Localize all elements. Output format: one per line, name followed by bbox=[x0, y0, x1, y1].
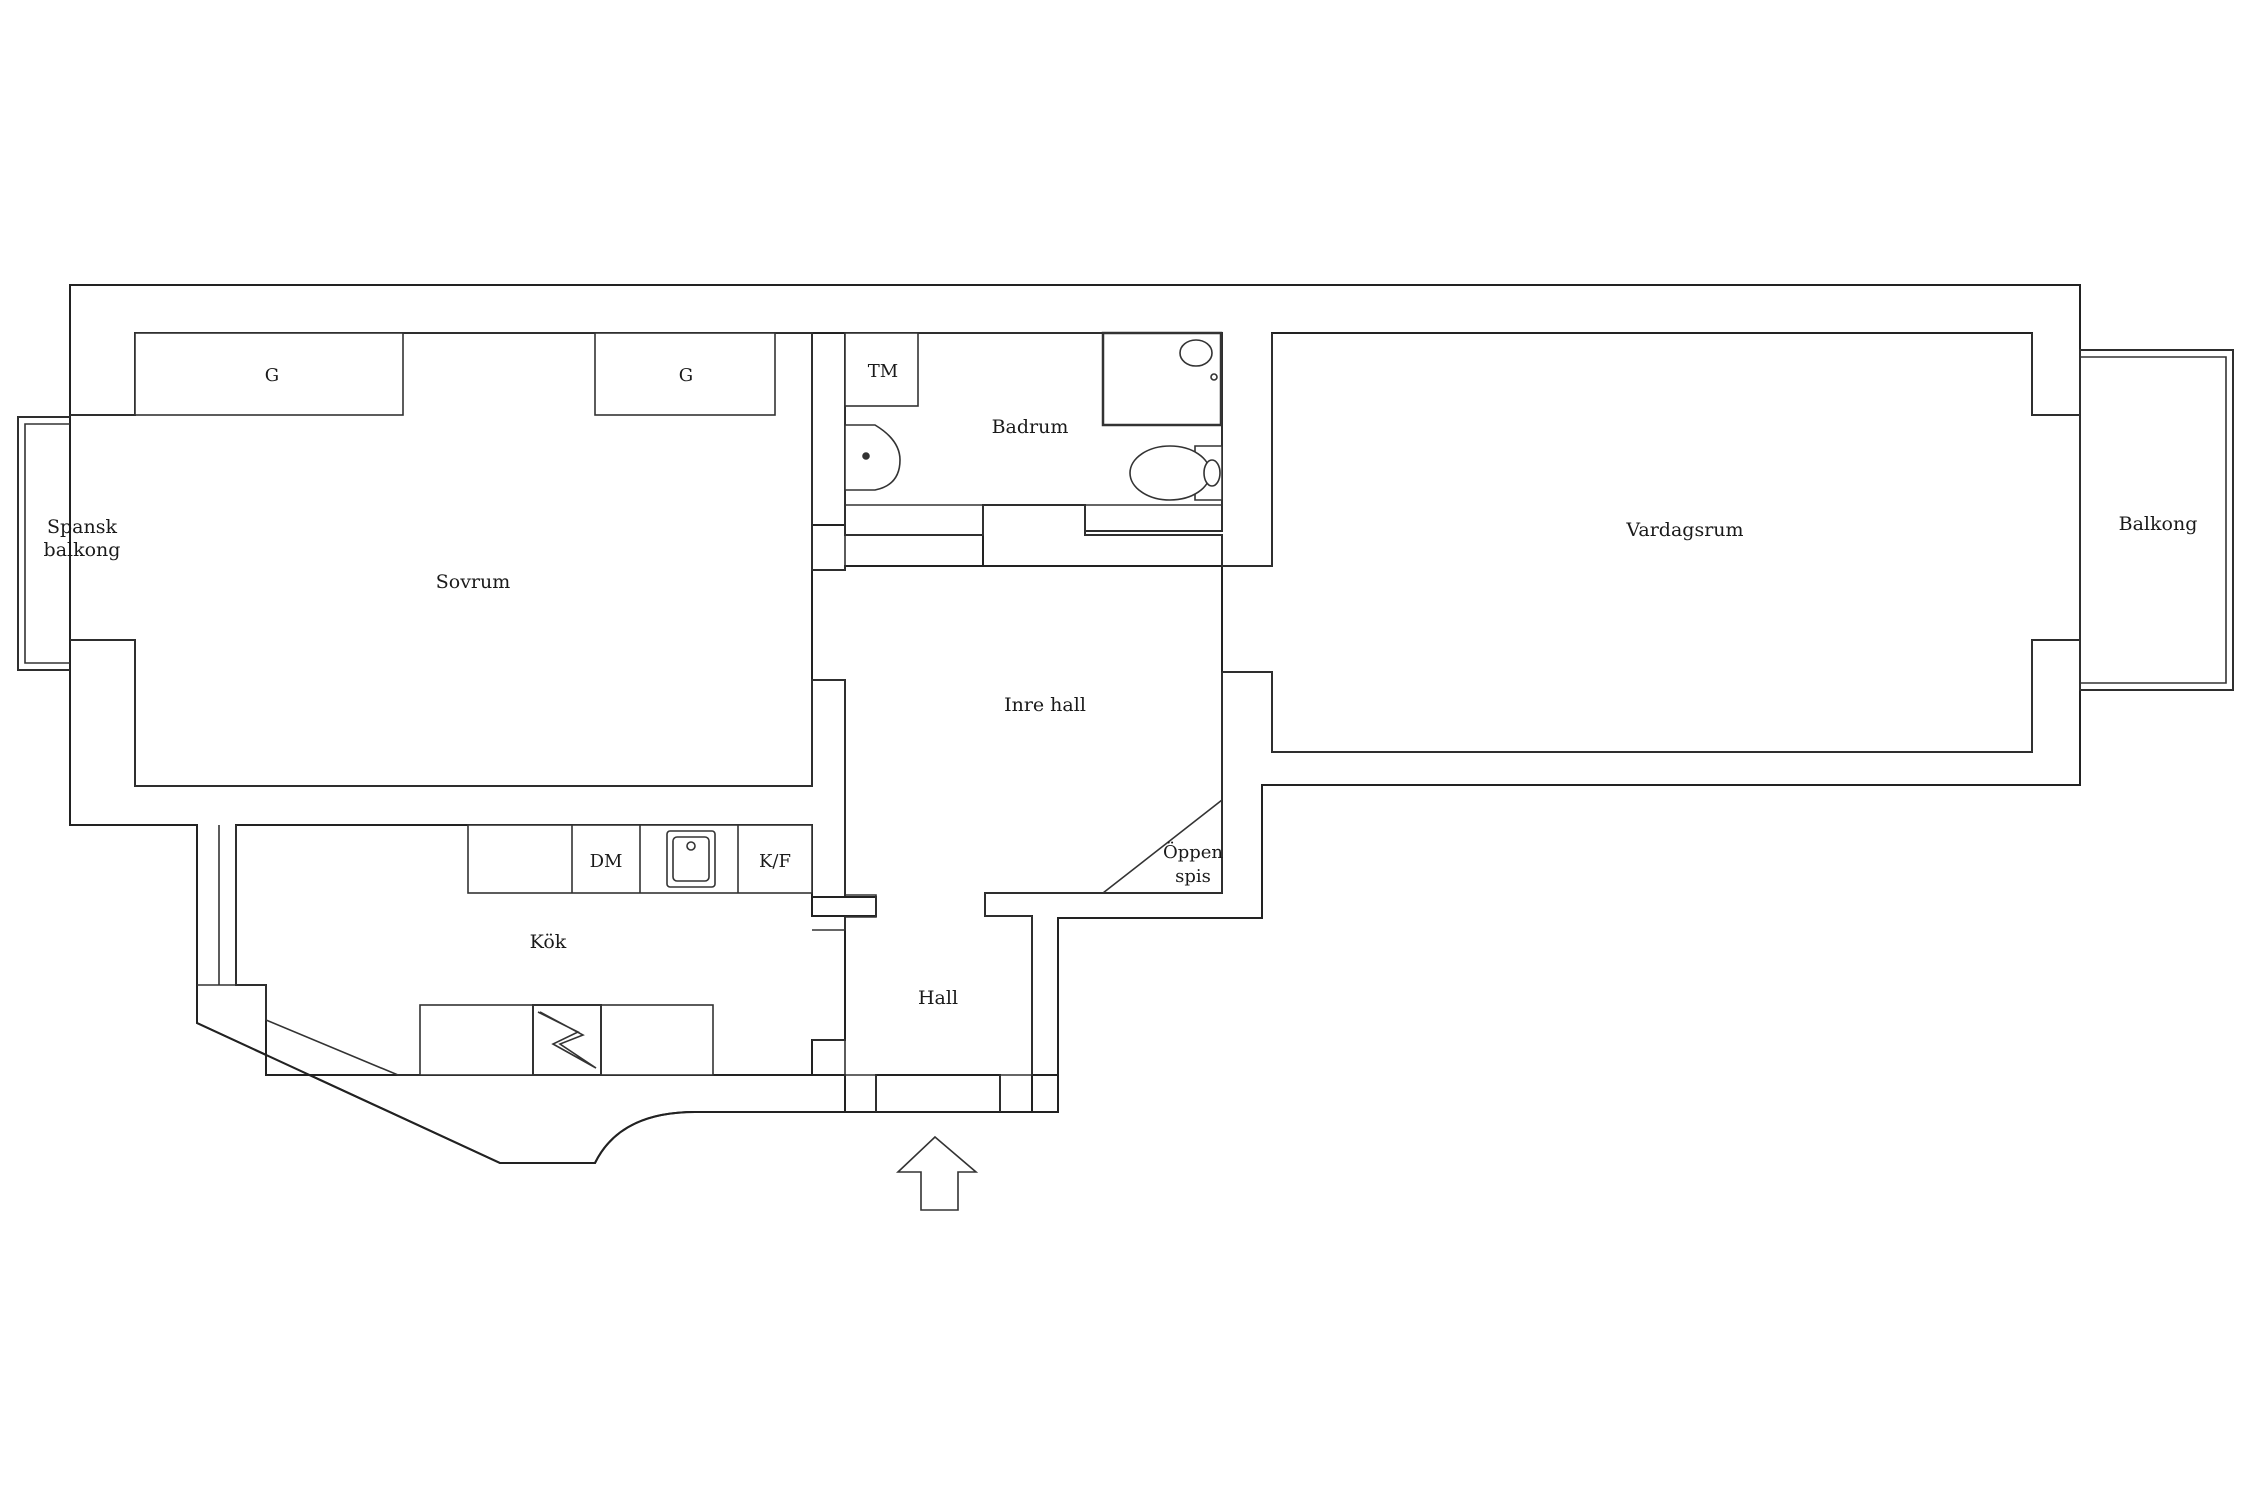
wardrobe-2 bbox=[594, 332, 776, 416]
shower-drain bbox=[1179, 339, 1213, 367]
washing-machine bbox=[844, 332, 919, 407]
label-sovrum: Sovrum bbox=[436, 571, 511, 593]
shower-valve bbox=[1210, 373, 1218, 381]
label-oppen-spis-2: spis bbox=[1175, 866, 1211, 887]
label-washing-machine: TM bbox=[868, 361, 898, 382]
hall-right-wall bbox=[999, 916, 1033, 1112]
label-spansk-balkong-1: Spansk bbox=[47, 516, 117, 538]
label-kok: Kök bbox=[530, 931, 567, 953]
spansk-balkong-inner bbox=[24, 423, 70, 664]
label-inre-hall: Inre hall bbox=[1004, 694, 1086, 716]
balkong-frame bbox=[2079, 349, 2234, 691]
badrum-lower-wall-left bbox=[845, 504, 984, 536]
room-vardagsrum bbox=[1221, 332, 2081, 753]
badrum-lower-wall-right bbox=[1084, 333, 1273, 567]
label-balkong: Balkong bbox=[2119, 513, 2198, 535]
sink-drain bbox=[686, 841, 696, 851]
label-wardrobe-2: G bbox=[679, 365, 693, 386]
oppen-spis-wall bbox=[984, 672, 1223, 917]
label-wardrobe-1: G bbox=[265, 365, 279, 386]
kok-diagonal-wall bbox=[197, 984, 420, 1076]
label-fridge-freezer: K/F bbox=[759, 851, 791, 872]
entrance-arrow-icon bbox=[895, 1135, 979, 1211]
hall-left-wall bbox=[812, 1039, 877, 1112]
label-spansk-balkong-2: balkong bbox=[44, 539, 121, 561]
room-inre-hall bbox=[811, 565, 1223, 1113]
vardagsrum-notch-top bbox=[2031, 333, 2080, 416]
label-oppen-spis-1: Öppen bbox=[1163, 840, 1223, 863]
vardagsrum-notch-bottom bbox=[2031, 639, 2080, 752]
spansk-balkong-frame bbox=[17, 416, 70, 671]
toilet-seat bbox=[1203, 459, 1221, 487]
toilet-bowl bbox=[1129, 445, 1211, 501]
outer-shell bbox=[17, 284, 2234, 1164]
inre-hall-left-wall bbox=[812, 679, 877, 931]
oppen-spis-diagonal bbox=[1102, 799, 1223, 894]
washbasin-icon bbox=[844, 424, 901, 491]
washbasin-drain bbox=[862, 452, 870, 460]
balkong-inner bbox=[2080, 356, 2227, 684]
sink-basin bbox=[672, 836, 710, 882]
label-hall: Hall bbox=[918, 987, 958, 1009]
label-badrum: Badrum bbox=[992, 416, 1069, 438]
stove-lightning bbox=[537, 1011, 597, 1069]
wardrobe-1 bbox=[134, 332, 404, 416]
label-dishwasher: DM bbox=[590, 851, 623, 872]
label-vardagsrum: Vardagsrum bbox=[1625, 519, 1743, 541]
